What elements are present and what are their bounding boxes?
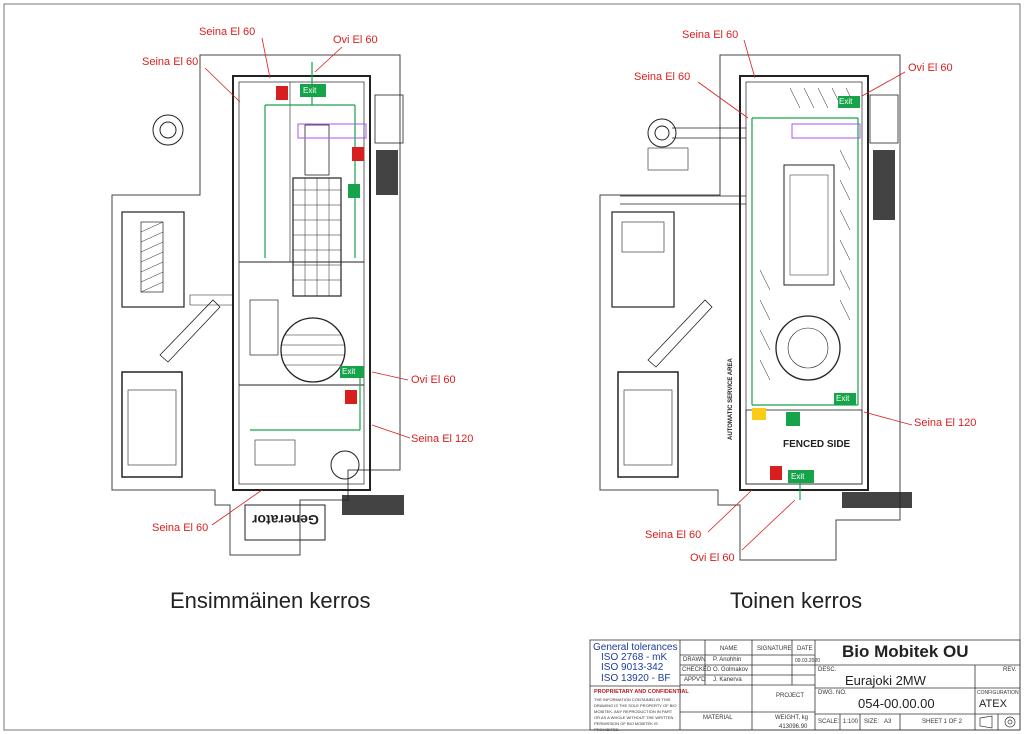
drawing-number: 054-00.00.00 [858, 696, 935, 711]
first-floor-escape-routes [250, 62, 361, 431]
automatic-service-area-label: AUTOMATIC SERVICE AREA [728, 358, 734, 440]
rev-label: REV. [1003, 667, 1017, 673]
exit-sign-label: Exit [791, 472, 805, 481]
callout-f2-door-el60-bottom: Ovi El 60 [690, 552, 735, 564]
callout-f2-wall-el120: Seina El 120 [914, 417, 977, 429]
atex-zone-marker [791, 123, 861, 139]
col-signature-header: SIGNATURE [757, 646, 792, 652]
exit-sign-icon [838, 96, 860, 108]
row-drawn-label: DRAWN [683, 657, 706, 663]
configuration-value: ATEX [979, 698, 1007, 710]
tolerance-iso-1: ISO 2768 - mK [601, 652, 668, 663]
second-floor-title: Toinen kerros [730, 588, 863, 613]
exit-sign-icon [788, 470, 814, 483]
fire-extinguisher-icon [276, 86, 288, 100]
exit-sign-icon [834, 393, 856, 405]
size-value: A3 [884, 719, 892, 725]
first-floor-plan [111, 54, 404, 556]
first-floor-title: Ensimmäinen kerros [170, 588, 371, 613]
weight-label: WEIGHT, kg [775, 715, 809, 721]
checked-name: O. Golmakov [713, 667, 749, 673]
callout-f1-door-el60-top: Ovi El 60 [333, 34, 378, 46]
drawn-date: 09.03.2020 [795, 658, 821, 664]
atex-zone-marker [297, 123, 367, 139]
project-label: PROJECT [776, 693, 805, 699]
callout-f2-wall-el60-left: Seina El 60 [634, 71, 691, 83]
tolerance-iso-3: ISO 13920 - BF [601, 673, 671, 684]
dwg-no-label: DWG. NO. [818, 690, 847, 696]
projection-symbol-icon [979, 715, 1016, 729]
material-label: MATERIAL [703, 715, 733, 721]
row-appvd-label: APPV'D [684, 677, 706, 683]
scale-value: 1:100 [843, 719, 859, 725]
first-aid-icon [348, 184, 360, 198]
callout-f2-wall-el60-top: Seina El 60 [682, 29, 739, 41]
size-label: SIZE: [864, 719, 880, 725]
callout-f1-wall-el60-bottom: Seina El 60 [152, 522, 209, 534]
exit-sign-label: Exit [303, 86, 317, 95]
tolerance-iso-2: ISO 9013-342 [601, 662, 664, 673]
scale-label: SCALE: [818, 719, 840, 725]
exit-sign-label: Exit [836, 394, 850, 403]
drawing-description: Eurajoki 2MW [845, 673, 926, 688]
exit-sign-icon [340, 366, 364, 378]
second-floor-plan [599, 54, 912, 561]
callout-f1-door-el60-right: Ovi El 60 [411, 374, 456, 386]
warning-sign-icon [752, 408, 766, 420]
col-name-header: NAME [720, 646, 738, 652]
weight-value: 413096.90 [779, 724, 808, 730]
callout-f1-wall-el120: Seina El 120 [411, 433, 474, 445]
second-floor-callout-leaders [697, 39, 913, 551]
fire-extinguisher-icon [345, 390, 357, 404]
proprietary-label: PROPRIETARY AND CONFIDENTIAL [594, 689, 689, 695]
callout-f2-wall-el60-bottom: Seina El 60 [645, 529, 702, 541]
exit-sign-icon [300, 84, 326, 97]
general-tolerances-label: General tolerances [593, 642, 678, 653]
col-date-header: DATE [797, 646, 813, 652]
exit-sign-label: Exit [342, 367, 356, 376]
first-aid-icon [786, 412, 800, 426]
company-name: Bio Mobitek OU [842, 642, 969, 661]
callout-f1-wall-el60-top: Seina El 60 [199, 26, 256, 38]
fire-extinguisher-icon [770, 466, 782, 480]
callout-f2-door-el60-right: Ovi El 60 [908, 62, 953, 74]
desc-label: DESC. [818, 667, 837, 673]
configuration-label: CONFIGURATION [977, 690, 1019, 696]
row-checked-label: CHECKED [682, 667, 712, 673]
fire-extinguisher-icon [352, 147, 364, 161]
generator-label: Generator [252, 512, 319, 528]
appvd-name: J. Kanerva [713, 677, 742, 683]
proprietary-text: THE INFORMATION CONTAINED IN THIS DRAWIN… [594, 697, 677, 732]
fenced-side-label: FENCED SIDE [783, 439, 851, 450]
drawn-name: P. Anohhin [713, 657, 742, 663]
exit-sign-label: Exit [839, 97, 853, 106]
first-floor-callout-leaders [204, 37, 411, 526]
sheet-number: SHEET 1 OF 2 [922, 719, 962, 725]
callout-f1-wall-el60-left: Seina El 60 [142, 56, 199, 68]
title-block-frame [589, 639, 1021, 731]
